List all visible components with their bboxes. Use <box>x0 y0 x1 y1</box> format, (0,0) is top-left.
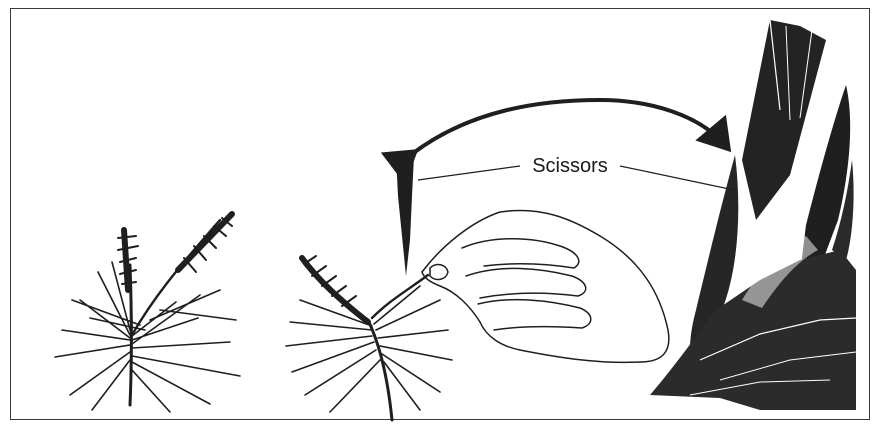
scissors-label: Scissors <box>523 152 617 180</box>
scissors-blade-left <box>396 156 414 276</box>
hand-outline <box>422 210 669 362</box>
arc-arrow <box>412 100 726 154</box>
pine-shoot-left <box>55 214 240 412</box>
leader-line-left <box>418 166 520 180</box>
leader-line-right <box>620 166 734 190</box>
pine-shoot-middle <box>286 256 452 420</box>
large-pine-shoot-right <box>650 20 856 410</box>
